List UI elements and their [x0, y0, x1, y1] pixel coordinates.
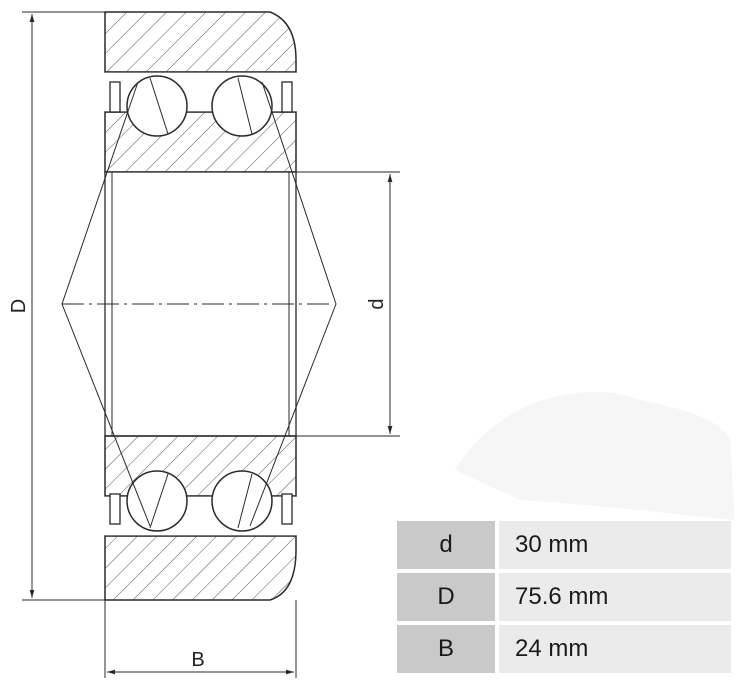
- spec-value-D: 75.6 mm: [495, 573, 731, 621]
- outer-ring-top: [104, 11, 297, 73]
- table-row: B 24 mm: [397, 625, 731, 673]
- table-row: d 30 mm: [397, 521, 731, 569]
- seal-top-right: [281, 81, 293, 113]
- dimension-D: [22, 11, 105, 601]
- ball-top-left: [126, 75, 188, 137]
- seal-top-left: [109, 81, 121, 113]
- ball-bottom-left: [126, 470, 188, 532]
- dimension-B-label: B: [191, 649, 204, 671]
- spec-value-B: 24 mm: [495, 625, 731, 673]
- table-row: D 75.6 mm: [397, 573, 731, 621]
- specification-table: d 30 mm D 75.6 mm B 24 mm: [397, 517, 731, 677]
- seal-bottom-left: [109, 493, 121, 525]
- ball-top-right: [211, 75, 273, 137]
- background-smudge: [455, 391, 735, 520]
- spec-key-B: B: [397, 625, 495, 673]
- ball-bottom-right: [211, 470, 273, 532]
- seal-bottom-right: [281, 493, 293, 525]
- bearing-bottom-section: [104, 435, 297, 601]
- dimension-B: [104, 600, 297, 678]
- spec-key-d: d: [397, 521, 495, 569]
- dimension-D-label: D: [8, 299, 30, 313]
- spec-key-D: D: [397, 573, 495, 621]
- outer-ring-bottom: [104, 535, 297, 601]
- dimension-d-label: d: [366, 298, 388, 309]
- dimension-d: [296, 171, 400, 437]
- spec-value-d: 30 mm: [495, 521, 731, 569]
- bearing-top-section: [104, 11, 297, 173]
